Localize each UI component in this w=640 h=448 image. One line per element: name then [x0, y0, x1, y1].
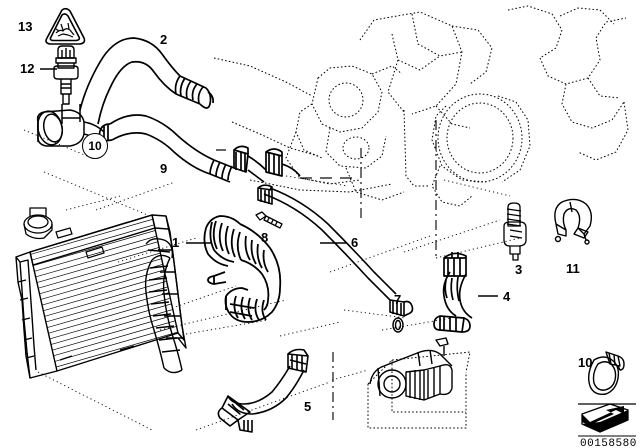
engine-block-outline: [369, 337, 453, 401]
engine-feed-hose-part: [98, 114, 301, 183]
o-ring-seal-part: [392, 317, 404, 333]
callout-label-6: 6: [351, 235, 359, 250]
legend-block: [578, 351, 636, 437]
diagram-part-number: 00158580: [580, 438, 637, 448]
radiator-upper-hose-part: [203, 215, 282, 323]
callout-label-9: 9: [160, 161, 168, 176]
short-return-hose-part: [433, 252, 473, 333]
upper-coolant-hose-part: [79, 37, 214, 125]
retaining-clip-part: [554, 198, 593, 245]
callout-label-11: 11: [566, 261, 580, 276]
reference-boundary-lines: [332, 120, 437, 420]
callout-label-13: 13: [18, 19, 33, 34]
callout-label-3: 3: [515, 262, 523, 277]
expansion-screw-part: [503, 202, 527, 261]
callout-label-10-circled: 10: [82, 133, 108, 159]
coolant-return-pipe-part: [257, 184, 414, 317]
ghosted-engine-context: [213, 5, 629, 429]
callout-label-8: 8: [261, 230, 269, 245]
callout-label-5: 5: [304, 399, 312, 414]
callout-label-7: 7: [394, 292, 402, 307]
legend-item-label: 10: [578, 355, 593, 370]
temperature-sensor-part: [53, 45, 79, 105]
callout-label-12: 12: [20, 61, 35, 76]
radiator-part: [15, 207, 187, 379]
callout-leader-lines: [40, 68, 498, 297]
reference-dashes: [216, 149, 352, 179]
hex-bolt-part: [255, 211, 283, 229]
callout-label-1: 1: [172, 235, 180, 250]
callout-label-2: 2: [160, 32, 168, 47]
warning-triangle-symbol: [45, 7, 86, 45]
coolant-flange-neck: [36, 104, 105, 147]
lower-vent-hose-part: [217, 348, 309, 433]
callout-label-4: 4: [503, 289, 511, 304]
